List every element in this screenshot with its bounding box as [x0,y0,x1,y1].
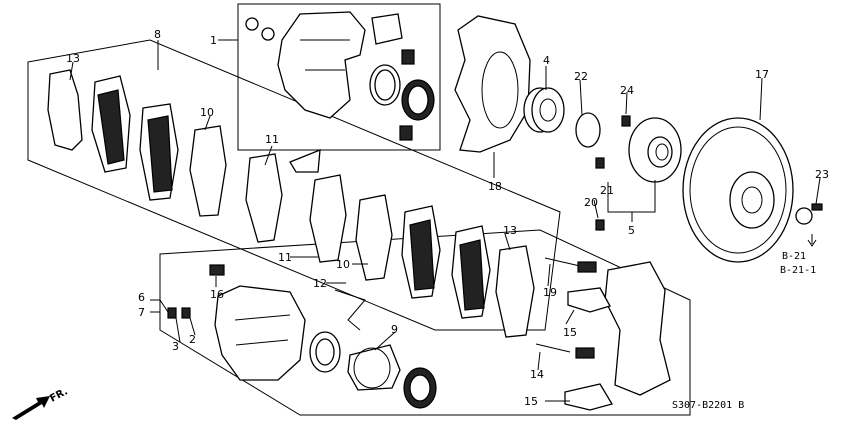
brake-pad-right-inner [451,225,491,319]
bleeder-screw [167,307,177,319]
dust-shield [454,15,531,153]
callout-7: 7 [138,306,145,319]
front-direction-arrow [12,396,50,420]
group-box-1 [237,3,441,151]
bolt-24 [621,115,631,127]
group-box-6 [159,229,691,416]
pad-shim-13b [495,245,535,338]
leader-lines [69,39,821,402]
callout-16: 16 [210,288,224,301]
callout-10a: 10 [200,106,214,119]
callout-3: 3 [172,340,179,353]
brake-pad-left [91,75,131,173]
callout-4: 4 [543,54,550,67]
callout-10b: 10 [336,258,350,271]
caliper-body-lower [214,285,306,381]
callout-11b: 11 [278,251,292,264]
snap-ring [575,112,601,148]
diagram-code: S307-B2201 B [672,400,744,411]
pad-shim-11a [245,153,283,243]
callout-9: 9 [391,323,398,336]
callout-5: 5 [628,224,635,237]
pad-retainer-15a [567,287,611,313]
callout-15a: 15 [563,326,577,339]
pad-shim-10b [355,194,393,281]
bolt-20 [595,219,605,231]
brake-disc [682,117,794,263]
callout-13b: 13 [503,224,517,237]
ref-b21-1: B-21-1 [780,265,816,276]
callout-18: 18 [488,180,502,193]
callout-1: 1 [210,34,217,47]
callout-13a: 13 [66,52,80,65]
bleeder-cap [181,307,191,319]
callout-14: 14 [530,368,544,381]
pad-shim-13a [47,69,83,151]
hub-bolt [595,157,605,169]
callout-22: 22 [574,70,588,83]
brake-pad-left-inner [139,103,179,201]
callout-17: 17 [755,68,769,81]
reference-arrow [807,234,817,247]
bolt-16 [209,264,225,276]
pad-shim-11b [309,174,347,263]
callout-12: 12 [313,277,327,290]
disc-screw [795,203,823,225]
brake-pad-right [401,205,441,299]
wheel-bearing [523,87,565,133]
wheel-hub [628,117,682,183]
callout-23: 23 [815,168,829,181]
pin-boots-top [371,13,415,141]
callout-20: 20 [584,196,598,209]
callout-11a: 11 [265,133,279,146]
anti-rattle-clip [334,289,366,331]
callout-21: 21 [600,184,614,197]
ref-b21: B-21 [782,251,806,262]
callout-8: 8 [154,28,161,41]
front-label: FR. [48,386,70,404]
wear-indicator [289,149,321,173]
pad-retainer-15b [564,383,613,411]
caliper-bracket [604,261,671,396]
callout-6: 6 [138,291,145,304]
caliper-body-top [277,11,366,119]
callout-2: 2 [189,333,196,346]
group-box-8 [27,39,561,331]
slide-pins [535,257,597,359]
pad-shim-10a [189,125,227,217]
piston-assembly [309,331,437,409]
callout-19: 19 [543,286,557,299]
callout-15b: 15 [524,395,538,408]
seal-rings-top [245,17,435,121]
callout-24: 24 [620,84,634,97]
